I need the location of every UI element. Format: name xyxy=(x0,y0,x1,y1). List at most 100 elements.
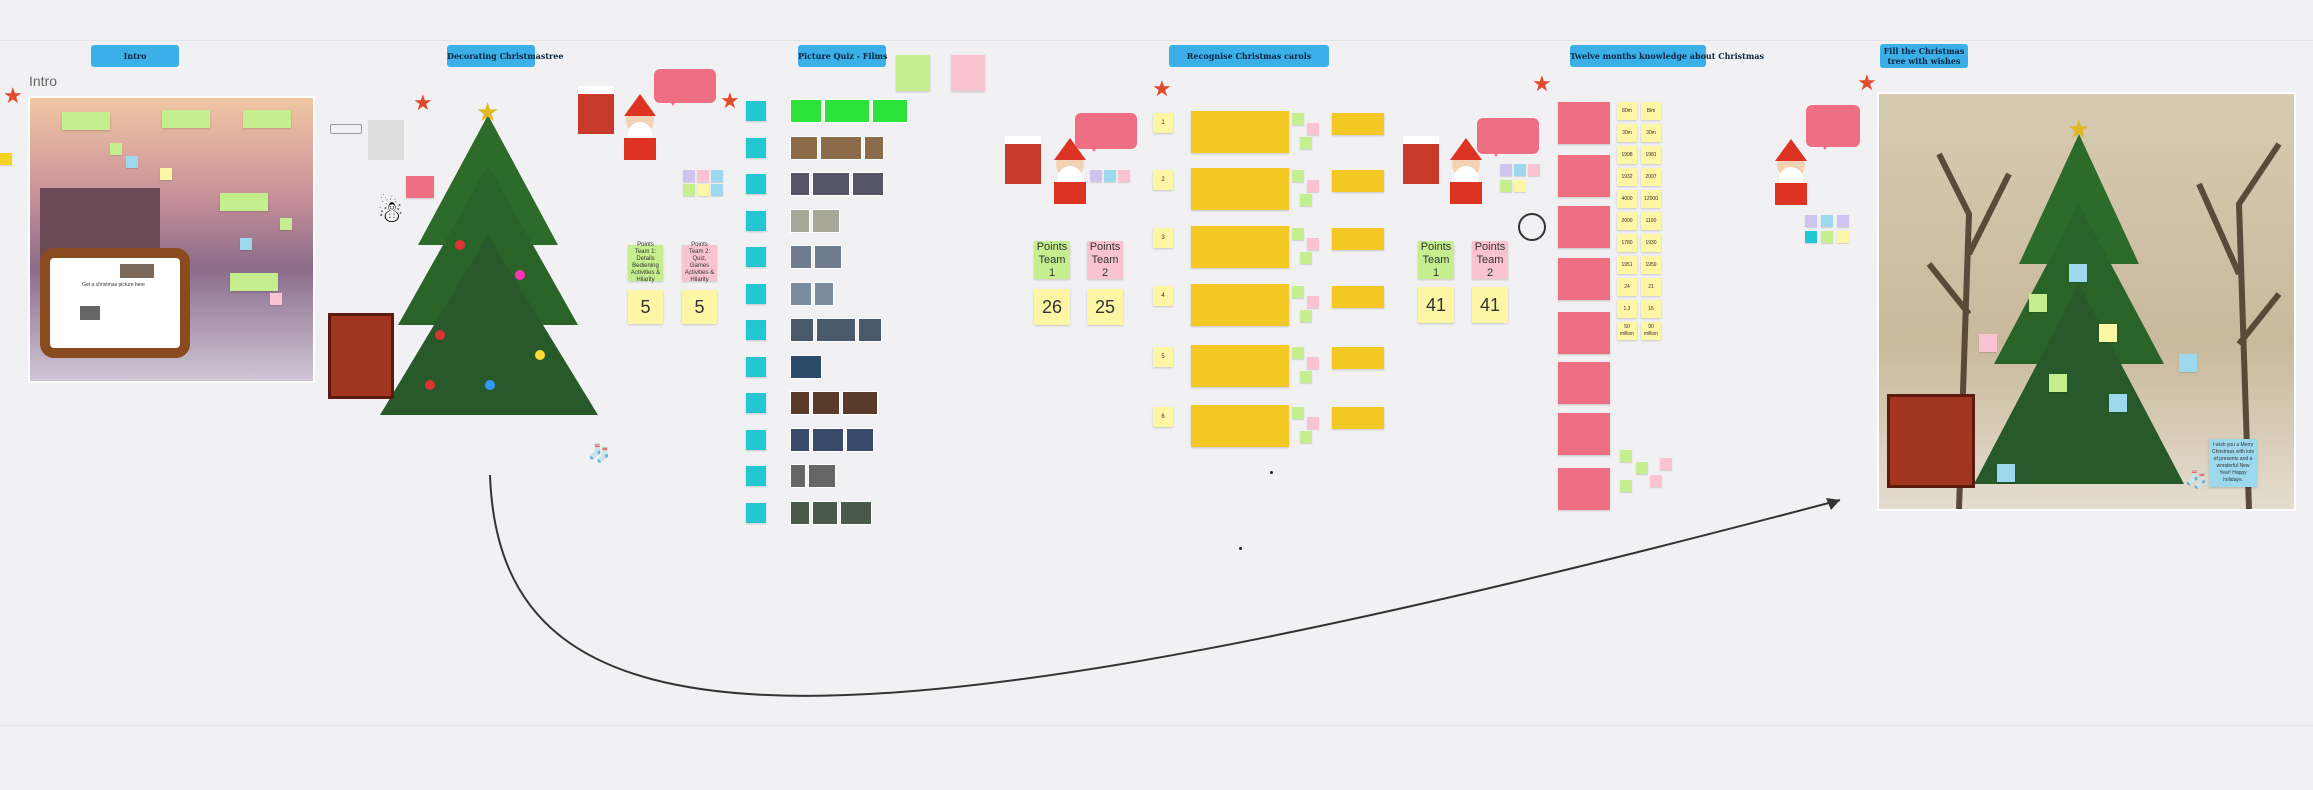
question-card[interactable] xyxy=(1558,155,1610,197)
answer-sticky[interactable]: 1930 xyxy=(1641,234,1661,252)
speech-bubble[interactable] xyxy=(1806,105,1860,150)
team2-sticky[interactable] xyxy=(951,55,985,91)
frame-label-decorating[interactable]: Decorating Christmastree xyxy=(447,45,563,67)
quiz-number-square[interactable] xyxy=(746,174,766,194)
answer-sticky[interactable]: 30m xyxy=(1641,124,1661,142)
quiz-photo[interactable] xyxy=(790,172,810,196)
carol-lyrics-card[interactable] xyxy=(1191,405,1289,447)
quiz-photo[interactable] xyxy=(872,99,908,123)
question-card[interactable] xyxy=(1558,312,1610,354)
fireplace-image[interactable] xyxy=(328,313,394,399)
answer-sticky[interactable]: 1981 xyxy=(1641,146,1661,164)
sticky-note[interactable] xyxy=(1300,431,1312,443)
quiz-number-square[interactable] xyxy=(746,137,766,158)
sticky-note[interactable] xyxy=(1620,480,1632,492)
question-card[interactable] xyxy=(1558,362,1610,404)
question-card[interactable] xyxy=(1558,102,1610,144)
quiz-photo[interactable] xyxy=(842,391,878,415)
carol-number[interactable]: 2 xyxy=(1153,170,1173,190)
quiz-photo[interactable] xyxy=(846,427,874,452)
answer-sticky[interactable]: 80m xyxy=(1617,102,1637,120)
sticky-note[interactable] xyxy=(1307,417,1319,429)
quiz-photo[interactable] xyxy=(790,99,822,123)
sticky-note[interactable] xyxy=(1300,194,1312,206)
sticky-note[interactable] xyxy=(1307,296,1319,308)
sticky-note[interactable] xyxy=(1650,475,1662,487)
frame-label-intro[interactable]: Intro xyxy=(91,45,179,67)
carol-number[interactable]: 1 xyxy=(1153,113,1173,133)
quiz-photo[interactable] xyxy=(820,135,862,160)
carol-lyrics-card[interactable] xyxy=(1191,284,1289,326)
sticky-note[interactable] xyxy=(62,112,110,130)
carol-lyrics-card[interactable] xyxy=(1191,226,1289,268)
answer-sticky[interactable]: 1951 xyxy=(1617,256,1637,274)
answer-sticky[interactable]: 1780 xyxy=(1617,234,1637,252)
sticky-note[interactable] xyxy=(1292,407,1304,419)
team1-label[interactable]: Points Team 1 xyxy=(1418,241,1454,279)
question-card[interactable] xyxy=(1558,468,1610,510)
quiz-photo[interactable] xyxy=(790,464,806,488)
sticky-note[interactable] xyxy=(230,273,278,291)
quiz-photo[interactable] xyxy=(812,391,840,415)
quiz-photo[interactable] xyxy=(790,427,810,452)
sticky-note[interactable] xyxy=(1300,252,1312,264)
quiz-number-square[interactable] xyxy=(746,320,766,340)
carol-number[interactable]: 5 xyxy=(1153,347,1173,367)
quiz-photo[interactable] xyxy=(790,135,818,160)
sticky-note[interactable] xyxy=(1620,450,1632,462)
answer-sticky[interactable]: 90 million xyxy=(1641,322,1661,340)
sticky-note[interactable] xyxy=(1307,180,1319,192)
team1-sticky[interactable] xyxy=(896,55,930,91)
quiz-photo[interactable] xyxy=(814,281,834,306)
answer-sticky[interactable]: 2000 xyxy=(1617,212,1637,230)
team1-score[interactable]: 26 xyxy=(1034,289,1070,325)
quiz-photo[interactable] xyxy=(858,318,882,342)
carol-answer-card[interactable] xyxy=(1332,170,1384,192)
sticky-note[interactable] xyxy=(1307,238,1319,250)
sticky-note[interactable] xyxy=(1292,228,1304,240)
answer-sticky[interactable]: Blm xyxy=(1641,102,1661,120)
answer-sticky[interactable]: 1998 xyxy=(1617,146,1637,164)
sticky-note[interactable] xyxy=(243,110,291,128)
quiz-photo[interactable] xyxy=(790,354,822,379)
sticky-note[interactable] xyxy=(406,176,434,198)
quiz-photo[interactable] xyxy=(790,245,812,269)
team2-score[interactable]: 41 xyxy=(1472,287,1508,323)
quiz-photo[interactable] xyxy=(824,99,870,123)
sticky-note[interactable] xyxy=(1300,137,1312,149)
quiz-photo[interactable] xyxy=(808,464,836,488)
quiz-number-square[interactable] xyxy=(746,502,766,523)
speech-bubble[interactable] xyxy=(1075,113,1137,152)
answer-sticky[interactable]: 4000 xyxy=(1617,190,1637,208)
sticky-note[interactable] xyxy=(1307,357,1319,369)
sticky-note[interactable] xyxy=(0,153,12,165)
quiz-photo[interactable] xyxy=(840,500,872,525)
carol-answer-card[interactable] xyxy=(1332,228,1384,250)
carol-answer-card[interactable] xyxy=(1332,113,1384,135)
quiz-number-square[interactable] xyxy=(746,101,766,121)
sticky-note[interactable] xyxy=(220,193,268,211)
quiz-photo[interactable] xyxy=(864,135,884,160)
quiz-photo[interactable] xyxy=(790,208,810,233)
sticky-note[interactable] xyxy=(1300,310,1312,322)
answer-sticky[interactable]: 1932 xyxy=(1617,168,1637,186)
carol-lyrics-card[interactable] xyxy=(1191,168,1289,210)
answer-sticky[interactable]: 12000 xyxy=(1641,190,1661,208)
team2-sticky[interactable]: Points Team 2: Quiz, Games Activities & … xyxy=(682,242,717,283)
team2-score[interactable]: 5 xyxy=(682,290,717,324)
carol-answer-card[interactable] xyxy=(1332,286,1384,308)
carol-lyrics-card[interactable] xyxy=(1191,111,1289,153)
quiz-number-square[interactable] xyxy=(746,466,766,486)
question-card[interactable] xyxy=(1558,258,1610,300)
carol-number[interactable]: 6 xyxy=(1153,407,1173,427)
sticky-note[interactable] xyxy=(1660,458,1672,470)
frame-label-twelve-months[interactable]: Twelve months knowledge about Christmas xyxy=(1570,45,1764,67)
speech-bubble[interactable] xyxy=(654,69,716,106)
quiz-number-square[interactable] xyxy=(746,247,766,267)
team1-sticky[interactable]: Points Team 1: Details Bediening Activit… xyxy=(628,242,663,283)
quiz-photo[interactable] xyxy=(812,208,840,233)
sticky-note[interactable] xyxy=(1636,462,1648,474)
quiz-photo[interactable] xyxy=(790,281,812,306)
carol-answer-card[interactable] xyxy=(1332,407,1384,429)
